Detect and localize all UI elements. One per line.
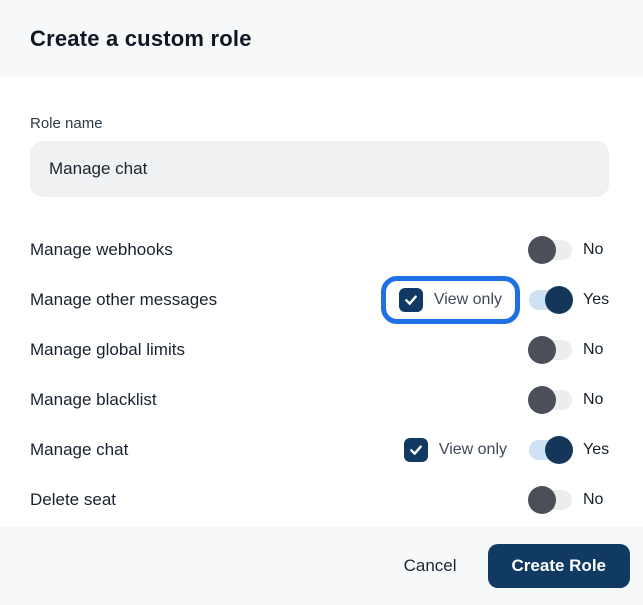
view-only-label: View only [438,441,507,458]
toggle-state-label: No [583,241,604,258]
toggle-state-label: No [583,391,604,408]
check-icon [408,442,424,458]
permission-controls: No [528,336,613,364]
cancel-button[interactable]: Cancel [403,556,457,575]
permission-toggle[interactable] [528,236,572,264]
toggle-knob [528,336,556,364]
toggle-knob [528,486,556,514]
view-only-group: View only [380,276,520,324]
permission-label: Manage chat [30,440,129,459]
permission-row: Delete seat No [30,475,613,525]
check-icon [403,292,419,308]
permission-controls: View only Yes [403,436,613,464]
toggle-knob [545,436,573,464]
role-name-label: Role name [30,115,103,132]
permission-controls: No [528,486,613,514]
role-name-input[interactable] [30,141,609,197]
toggle-state-label: Yes [583,291,610,308]
permission-controls: No [528,386,613,414]
permission-label: Manage blacklist [30,390,157,409]
permissions-list: Manage webhooks No Manage other messages [30,225,613,525]
view-only-group: View only [403,438,507,462]
permission-label: Delete seat [30,490,116,509]
permission-label: Manage other messages [30,290,218,309]
permission-toggle[interactable] [528,386,572,414]
toggle-state-label: No [583,341,604,358]
toggle-state-label: Yes [583,441,610,458]
modal-body: Role name Manage webhooks No Manage othe… [0,77,643,527]
toggle-state-label: No [583,491,604,508]
view-only-label: View only [433,291,502,308]
modal-title: Create a custom role [30,25,252,51]
toggle-knob [528,236,556,264]
permission-controls: No [528,236,613,264]
permission-row: Manage other messages View only Yes [30,275,613,325]
permission-row: Manage webhooks No [30,225,613,275]
view-only-checkbox[interactable] [398,288,423,312]
permission-controls: View only Yes [380,276,613,324]
permission-toggle[interactable] [528,486,572,514]
permission-row: Manage global limits No [30,325,613,375]
permission-label: Manage global limits [30,340,185,359]
modal-footer: Cancel Create Role [0,527,643,605]
permission-toggle[interactable] [529,436,573,464]
permission-label: Manage webhooks [30,240,173,259]
view-only-checkbox[interactable] [403,438,428,462]
toggle-knob [545,286,573,314]
permission-toggle[interactable] [529,286,573,314]
toggle-knob [528,386,556,414]
permission-toggle[interactable] [528,336,572,364]
permission-row: Manage blacklist No [30,375,613,425]
create-role-button[interactable]: Create Role [487,544,630,588]
permission-row: Manage chat View only Yes [30,425,613,475]
modal-header: Create a custom role [0,0,643,77]
